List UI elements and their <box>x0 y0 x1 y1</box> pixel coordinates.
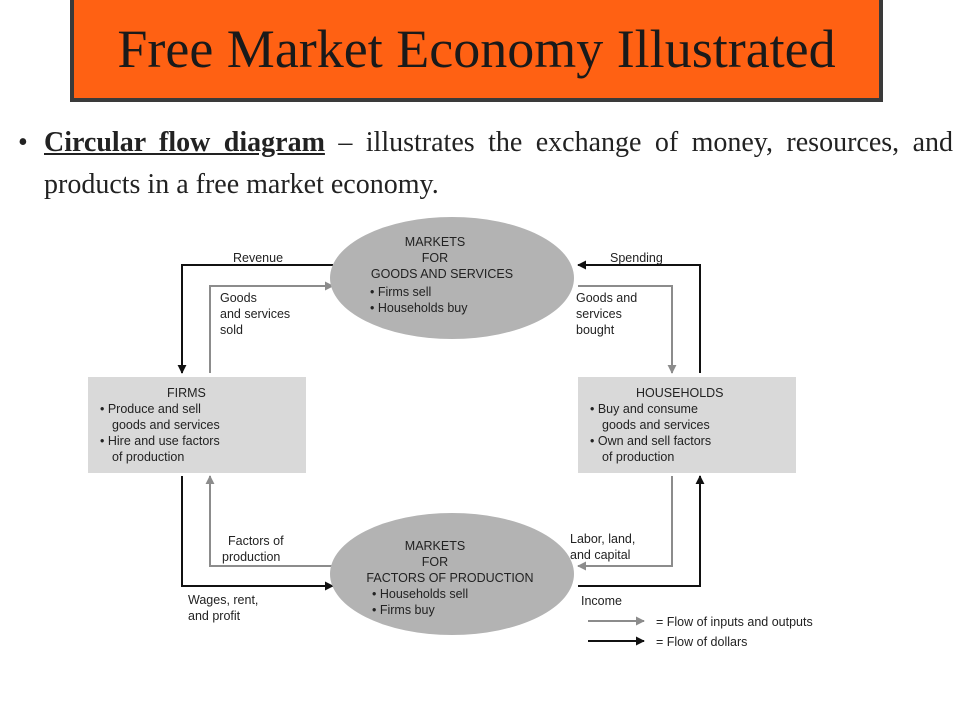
bullet-term: Circular flow diagram <box>44 127 325 158</box>
bullet-dot: • <box>18 127 28 158</box>
households-line-4: of production <box>602 450 674 464</box>
households-line-3: • Own and sell factors <box>590 434 711 448</box>
goods-bought-label-1: Goods and <box>576 291 637 305</box>
bullet-text: Circular flow diagram – illustrates the … <box>44 122 953 206</box>
revenue-flow-arrow <box>177 264 333 374</box>
income-label: Income <box>581 594 622 608</box>
spending-label: Spending <box>610 251 663 265</box>
factors-market-title-3: FACTORS OF PRODUCTION <box>366 571 533 585</box>
firms-line-1: • Produce and sell <box>100 402 201 416</box>
factors-flow-arrow <box>205 475 333 567</box>
factors-market-oval <box>330 513 574 635</box>
goods-sold-flow-arrow <box>209 281 334 373</box>
goods-sold-label-3: sold <box>220 323 243 337</box>
goods-market-title-2: FOR <box>422 251 448 265</box>
bullet-point: • Circular flow diagram – illustrates th… <box>18 122 953 206</box>
goods-sold-label-2: and services <box>220 307 290 321</box>
households-title: HOUSEHOLDS <box>636 386 724 400</box>
goods-market-oval <box>330 217 574 339</box>
households-line-2: goods and services <box>602 418 710 432</box>
wages-label-2: and profit <box>188 609 241 623</box>
labor-label-2: and capital <box>570 548 630 562</box>
factors-label-2: production <box>222 550 280 564</box>
labor-label-1: Labor, land, <box>570 532 635 546</box>
factors-market-title-2: FOR <box>422 555 448 569</box>
legend: = Flow of inputs and outputs = Flow of d… <box>588 615 813 649</box>
page-title: Free Market Economy Illustrated <box>117 19 836 79</box>
goods-market-title-1: MARKETS <box>405 235 465 249</box>
labor-flow-arrow <box>577 476 673 571</box>
revenue-label: Revenue <box>233 251 283 265</box>
goods-market-title-3: GOODS AND SERVICES <box>371 267 513 281</box>
households-box <box>578 377 796 473</box>
goods-bought-label-3: bought <box>576 323 615 337</box>
legend-dollars-label: = Flow of dollars <box>656 635 747 649</box>
firms-line-3: • Hire and use factors <box>100 434 220 448</box>
goods-market-item-1: • Firms sell <box>370 285 431 299</box>
factors-market-item-1: • Households sell <box>372 587 468 601</box>
wages-flow-arrow <box>181 476 334 591</box>
firms-box <box>88 377 306 473</box>
firms-line-2: goods and services <box>112 418 220 432</box>
spending-flow-arrow <box>577 260 701 373</box>
factors-market-title-1: MARKETS <box>405 539 465 553</box>
bullet-description: – illustrates the exchange of money, res… <box>44 127 953 200</box>
factors-label-1: Factors of <box>228 534 284 548</box>
wages-label-1: Wages, rent, <box>188 593 258 607</box>
factors-market-item-2: • Firms buy <box>372 603 435 617</box>
goods-sold-label-1: Goods <box>220 291 257 305</box>
goods-bought-label-2: services <box>576 307 622 321</box>
title-banner: Free Market Economy Illustrated <box>70 0 883 102</box>
firms-title: FIRMS <box>167 386 206 400</box>
goods-bought-flow-arrow <box>578 285 677 374</box>
goods-market-item-2: • Households buy <box>370 301 468 315</box>
firms-line-4: of production <box>112 450 184 464</box>
legend-inputs-label: = Flow of inputs and outputs <box>656 615 813 629</box>
households-line-1: • Buy and consume <box>590 402 698 416</box>
income-flow-arrow <box>578 475 705 587</box>
